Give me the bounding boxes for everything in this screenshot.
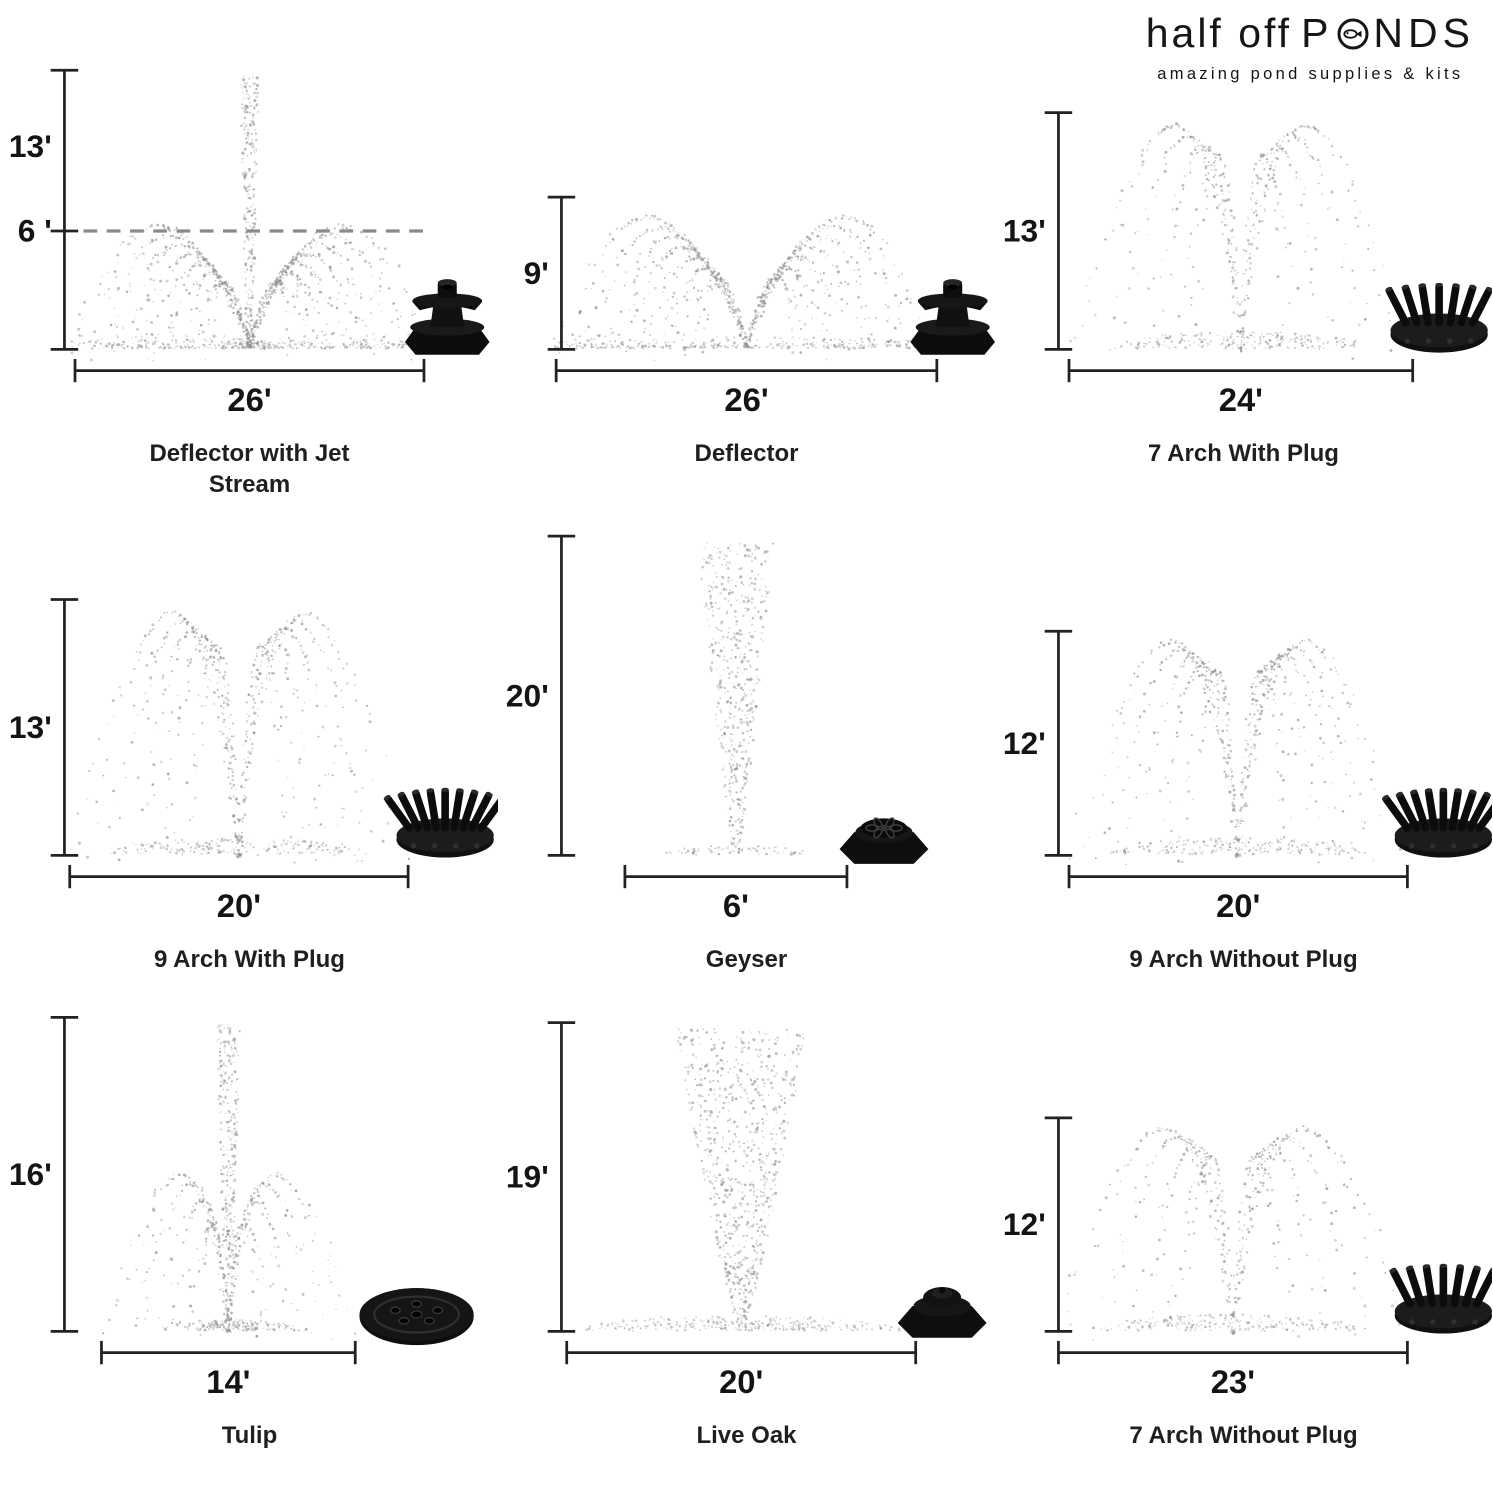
fountain-figure: 13' 6 ' 26' bbox=[9, 68, 490, 418]
logo-halfoff-text: half off bbox=[1145, 10, 1293, 56]
logo-ponds-p: P bbox=[1301, 10, 1334, 56]
fountain-figure: 16' 14' bbox=[9, 1015, 474, 1399]
height-label: 13' bbox=[9, 128, 52, 164]
9-port-cluster-nozzle-icon bbox=[1381, 788, 1492, 858]
tulip-disc-nozzle-icon bbox=[359, 1287, 474, 1345]
fountain-name: Live Oak bbox=[696, 1421, 797, 1449]
width-label: 6' bbox=[723, 887, 749, 924]
width-label: 26' bbox=[227, 381, 271, 418]
width-label: 26' bbox=[724, 381, 768, 418]
logo-tagline: amazing pond supplies & kits bbox=[1157, 65, 1464, 83]
fountain-figure: 9' 26' bbox=[524, 195, 995, 418]
width-label: 20' bbox=[719, 1362, 763, 1399]
fountain-cell: 13' 24' 7 Arch With Plug bbox=[995, 6, 1492, 500]
fountain-cell: 9' 26' Deflector bbox=[498, 6, 995, 500]
fountain-figure: 19' 20' bbox=[506, 1020, 987, 1399]
9-arch-spray bbox=[1068, 638, 1402, 866]
fountain-cell: 12' 20' 9 Arch Without Plug bbox=[995, 512, 1492, 975]
7-port-cluster-nozzle-icon bbox=[1385, 282, 1492, 353]
fountain-name: 9 Arch With Plug bbox=[154, 946, 345, 974]
7-arch-spray bbox=[1069, 122, 1409, 360]
fountain-name: 9 Arch Without Plug bbox=[1129, 946, 1358, 974]
fountain-name: 7 Arch Without Plug bbox=[1129, 1421, 1358, 1449]
height-label: 9' bbox=[524, 255, 549, 291]
deflector-nozzle-icon bbox=[404, 279, 490, 355]
9-arch-spray bbox=[76, 610, 411, 865]
height-label: 19' bbox=[506, 1158, 549, 1194]
fish-icon bbox=[1335, 15, 1371, 62]
geyser-cap-nozzle-icon bbox=[839, 817, 929, 865]
logo-ponds-text: P NDS bbox=[1301, 10, 1475, 56]
fountain-name: Deflector bbox=[694, 440, 799, 467]
fountain-cell: 20' 6' Geyser bbox=[498, 512, 995, 975]
fountain-cell: 13' 20' 9 Arch With Plug bbox=[1, 512, 498, 975]
fountain-figure: 20' 6' bbox=[506, 535, 929, 924]
7-arch-spray bbox=[1060, 1124, 1401, 1340]
fountain-figure: 12' 23' bbox=[1003, 1116, 1492, 1399]
fountain-grid: 13' 6 ' 26' Deflector with Jet Stream 9' 26… bbox=[1, 6, 1492, 1451]
width-label: 14' bbox=[206, 1362, 250, 1399]
height-label-secondary: 6 ' bbox=[18, 213, 52, 249]
width-label: 20' bbox=[217, 887, 261, 924]
fountain-name: Deflector with Jet Stream bbox=[149, 440, 350, 499]
height-label: 13' bbox=[1003, 213, 1046, 249]
logo-ponds-nds: NDS bbox=[1373, 10, 1475, 56]
7-port-cluster-nozzle-icon bbox=[1389, 1263, 1492, 1334]
deflector-nozzle-icon bbox=[910, 279, 995, 355]
9-port-cluster-nozzle-icon bbox=[383, 788, 498, 858]
height-label: 13' bbox=[9, 709, 52, 745]
fountain-name: 7 Arch With Plug bbox=[1148, 440, 1339, 467]
deflector-spray bbox=[552, 214, 941, 362]
live-oak-cap-nozzle-icon bbox=[897, 1286, 987, 1338]
width-label: 20' bbox=[1216, 887, 1260, 924]
height-label: 12' bbox=[1003, 1206, 1046, 1242]
height-label: 16' bbox=[9, 1156, 52, 1192]
geyser-column-spray bbox=[665, 542, 804, 857]
fountain-figure: 12' 20' bbox=[1003, 630, 1492, 924]
height-label: 12' bbox=[1003, 725, 1046, 761]
width-label: 23' bbox=[1211, 1362, 1255, 1399]
fountain-cell: 12' 23' 7 Arch Without Plug bbox=[995, 988, 1492, 1451]
fountain-figure: 13' 24' bbox=[1003, 111, 1492, 418]
width-label: 24' bbox=[1219, 381, 1263, 418]
fountain-figure: 13' 20' bbox=[9, 598, 498, 924]
fountain-cell: 19' 20' Live Oak bbox=[498, 988, 995, 1451]
fountain-name: Geyser bbox=[705, 946, 788, 974]
tulip-spray bbox=[102, 1023, 357, 1340]
live-oak-column-spray bbox=[585, 1027, 901, 1332]
deflector-with-jet-spray bbox=[70, 75, 431, 362]
fountain-name: Tulip bbox=[221, 1421, 278, 1449]
fountain-cell: 16' 14' Tulip bbox=[1, 988, 498, 1451]
height-label: 20' bbox=[506, 678, 549, 714]
fountain-cell: 13' 6 ' 26' Deflector with Jet Stream bbox=[1, 6, 498, 500]
